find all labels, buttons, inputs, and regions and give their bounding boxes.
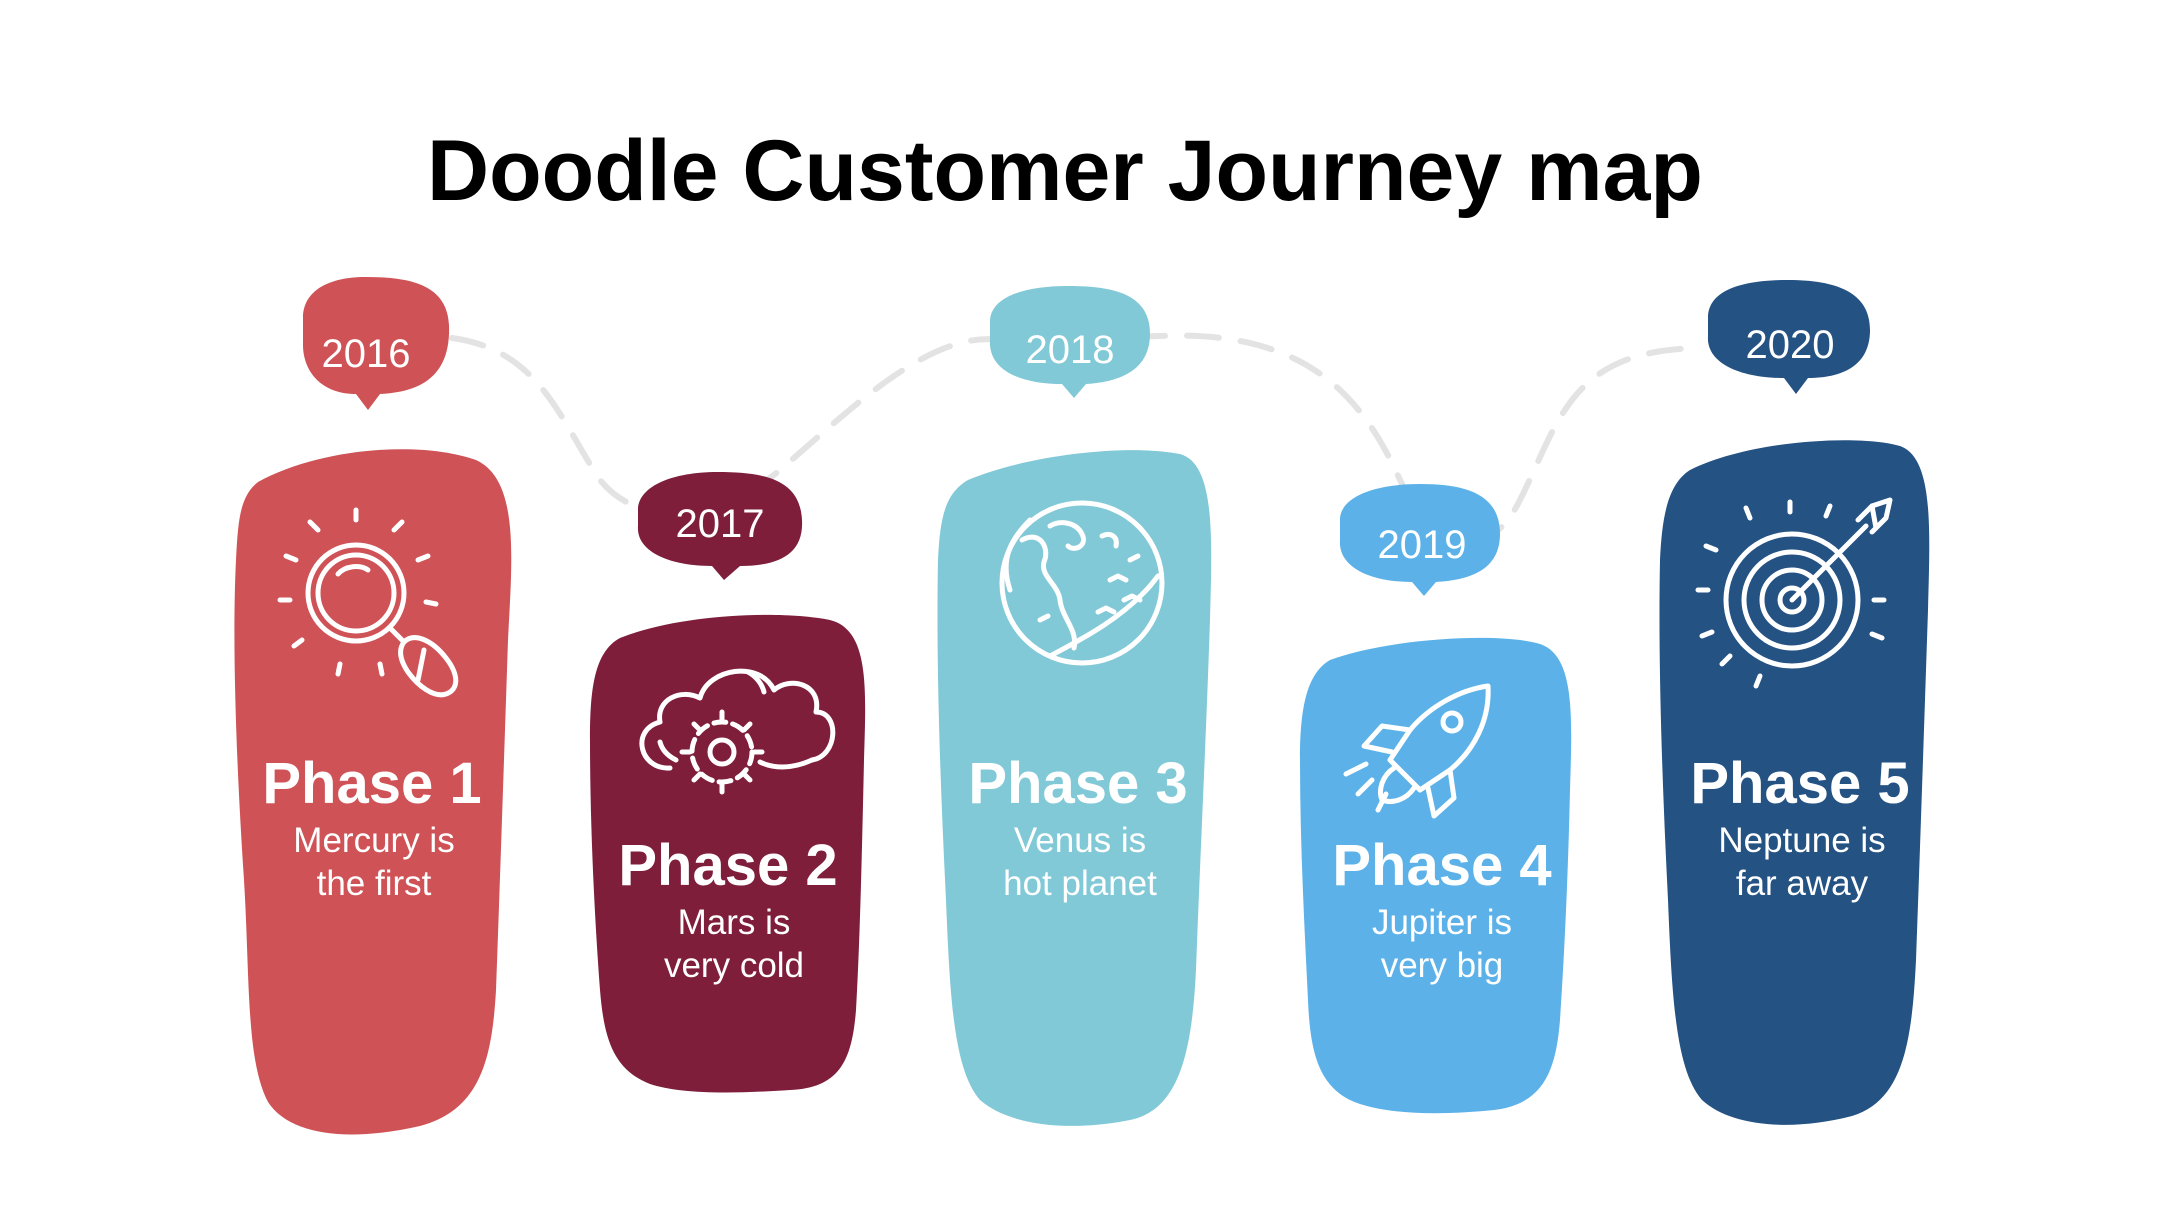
phase-2-year: 2017 [676, 502, 765, 546]
slide-title: Doodle Customer Journey map [427, 123, 1703, 219]
phase-3-desc-line1: Venus is [1014, 821, 1146, 860]
phase-4-desc-line1: Jupiter is [1372, 903, 1512, 942]
phase-4: 2019 Phase 4 Jupiter is very big [1300, 484, 1572, 1114]
phase-5-desc-line2: far away [1736, 864, 1869, 903]
rocket-icon [1343, 683, 1491, 819]
phase-3-card [937, 450, 1212, 1126]
magnifier-icon [277, 507, 459, 698]
phase-5-desc-line1: Neptune is [1718, 821, 1885, 860]
phase-2-title: Phase 2 [618, 833, 837, 898]
phase-2: 2017 Phase 2 Mars is very cold [590, 472, 866, 1093]
target-icon [1695, 497, 1893, 689]
phase-3-desc-line2: hot planet [1003, 864, 1157, 903]
phase-1-desc-line2: the first [317, 864, 432, 903]
phase-5-year: 2020 [1746, 323, 1835, 367]
cloud-gear-icon [639, 668, 836, 795]
phase-5-title: Phase 5 [1690, 751, 1909, 816]
phase-2-desc-line2: very cold [664, 946, 804, 985]
phase-4-year: 2019 [1378, 523, 1467, 567]
globe-icon [999, 500, 1165, 666]
phase-2-desc-line1: Mars is [678, 903, 791, 942]
phase-1-year-bubble: 2016 [303, 277, 450, 410]
phase-4-title: Phase 4 [1332, 833, 1551, 898]
phase-1-card [234, 449, 512, 1135]
phase-4-desc-line2: very big [1381, 946, 1504, 985]
phase-1-desc-line1: Mercury is [293, 821, 454, 860]
phase-1-title: Phase 1 [262, 751, 481, 816]
journey-connector [449, 332, 1703, 546]
phase-1: 2016 Phase 1 Mercury is [234, 277, 512, 1135]
phase-5: 2020 Phase 5 Neptune is far away [1659, 280, 1930, 1125]
phase-2-year-bubble: 2017 [637, 472, 803, 580]
phase-3: 2018 Phase 3 Venus is hot planet [937, 286, 1212, 1126]
phase-1-year: 2016 [322, 332, 411, 376]
phase-5-year-bubble: 2020 [1707, 280, 1870, 394]
phase-3-year: 2018 [1026, 328, 1115, 372]
phase-4-card [1300, 637, 1572, 1114]
phase-3-year-bubble: 2018 [989, 286, 1150, 398]
phase-2-card [590, 614, 866, 1093]
phase-3-title: Phase 3 [968, 751, 1187, 816]
phase-4-year-bubble: 2019 [1339, 484, 1500, 596]
